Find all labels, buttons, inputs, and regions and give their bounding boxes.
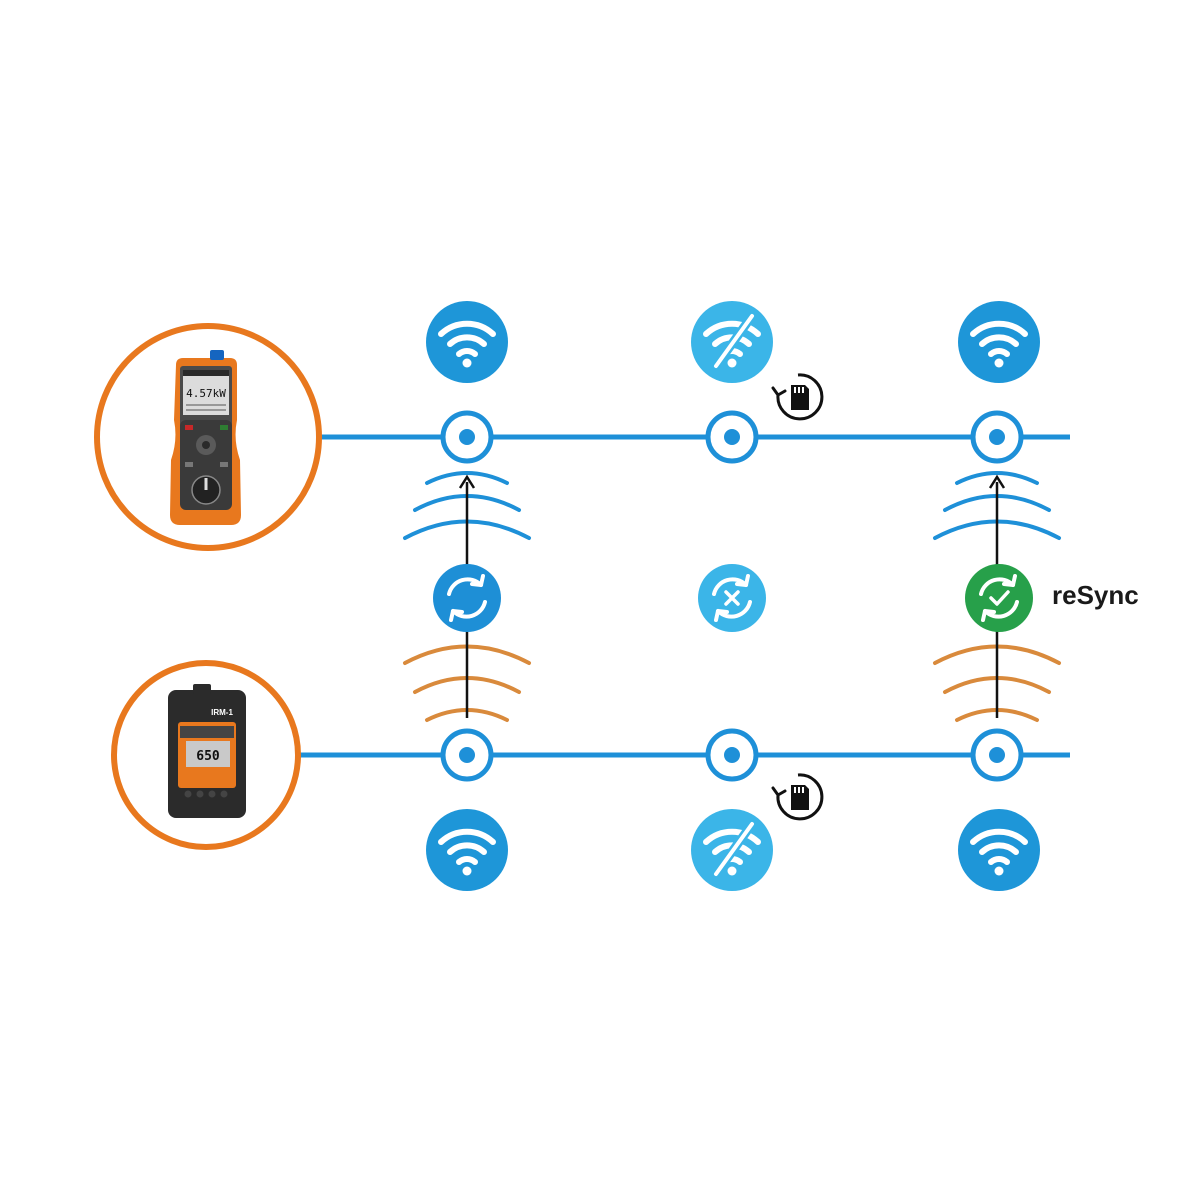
wifi-off-icon <box>691 809 773 891</box>
timeline-node <box>708 731 756 779</box>
wifi-icon <box>426 809 508 891</box>
timeline-node <box>973 413 1021 461</box>
sync-check-icon <box>965 564 1033 632</box>
recorder-model-label: IRM-1 <box>211 708 233 717</box>
timeline-node <box>443 731 491 779</box>
wifi-icon <box>958 809 1040 891</box>
recorder-device: IRM-1 650 <box>111 660 301 850</box>
sd-card-sync-icon <box>771 371 826 423</box>
timeline-node <box>443 413 491 461</box>
resync-label: reSync <box>1052 580 1139 610</box>
timeline-node <box>973 731 1021 779</box>
sd-card-sync-icon <box>771 771 826 823</box>
sync-error-icon <box>698 564 766 632</box>
wifi-icon <box>958 301 1040 383</box>
meter-screen-reading: 4.57kW <box>186 387 226 400</box>
sync-icon <box>433 564 501 632</box>
meter-device: 4.57kW <box>94 323 322 551</box>
wifi-off-icon <box>691 301 773 383</box>
wifi-icon <box>426 301 508 383</box>
timeline-node <box>708 413 756 461</box>
recorder-screen-reading: 650 <box>196 749 220 764</box>
